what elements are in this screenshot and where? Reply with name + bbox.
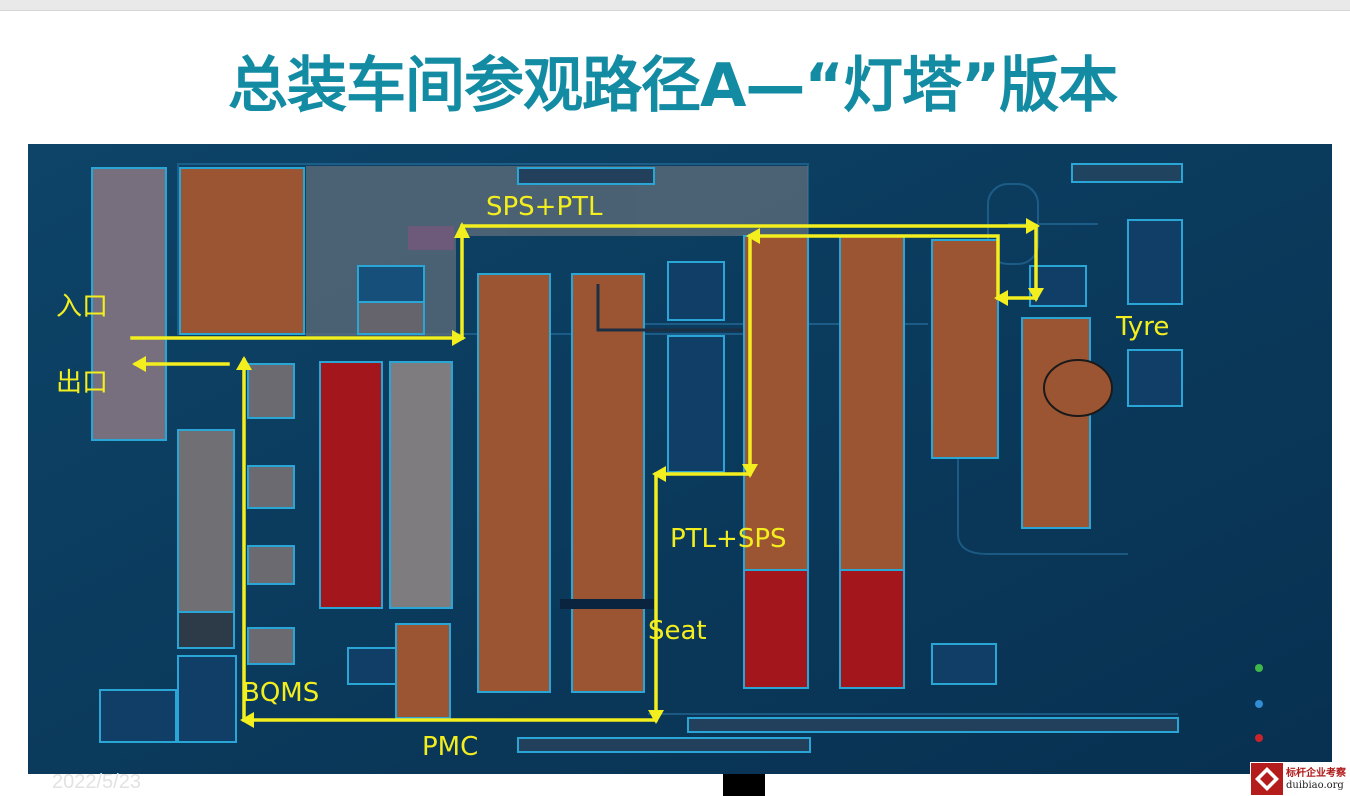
- zone-right-blue-1: [1127, 219, 1183, 305]
- route-label-bqms: BQMS: [242, 678, 320, 708]
- zone-top-strip: [517, 167, 655, 185]
- arrow-left-pmc: [240, 712, 254, 728]
- zone-top-right-strip: [1071, 163, 1183, 183]
- route-label-sps-ptl: SPS+PTL: [486, 192, 603, 222]
- zone-agv-oval: [1043, 359, 1113, 417]
- zone-red-column: [319, 361, 383, 609]
- watermark-badge: 标杆企业考察 duibiao.org: [1250, 762, 1350, 796]
- route-arrowheads: [132, 218, 1044, 728]
- zone-orange-column-3: [743, 235, 809, 571]
- zone-red-block-4: [839, 569, 905, 689]
- zone-small-square-4: [247, 627, 295, 665]
- zone-center-blue-top: [667, 261, 725, 321]
- arrow-up-bqms: [236, 356, 252, 370]
- zone-right-blue-4: [931, 643, 997, 685]
- top-toolbar-strip: [0, 0, 1350, 11]
- zone-orange-block-6: [1021, 317, 1091, 529]
- zone-bar-connector: [560, 599, 654, 609]
- zone-center-blue-tall: [667, 335, 725, 473]
- zone-cvca: [177, 655, 237, 743]
- zone-right-blue-3: [1029, 265, 1087, 307]
- zone-left-column: [91, 167, 167, 441]
- slide-date: 2022/5/23: [52, 771, 141, 793]
- arrow-left-top-loop: [746, 228, 760, 244]
- zone-small-square-2: [247, 465, 295, 509]
- zone-bottom-strip-2: [687, 717, 1179, 733]
- zone-small-square-1: [247, 363, 295, 419]
- zone-bottom-left: [99, 689, 177, 743]
- zone-red-block-3: [743, 569, 809, 689]
- page-title: 总装车间参观路径A—“灯塔”版本: [228, 51, 1118, 121]
- zone-left-lower-tip: [177, 611, 235, 649]
- zone-top-left-orange: [179, 167, 305, 335]
- route-label-tyre: Tyre: [1116, 312, 1170, 342]
- zone-small-blue: [357, 265, 425, 303]
- floor-plan-drawing: [28, 144, 1332, 774]
- arrow-down-seat: [648, 710, 664, 724]
- legend-dot-blue: [1255, 700, 1263, 708]
- black-tab: [723, 774, 765, 796]
- arrow-left-loop: [994, 290, 1008, 306]
- arrow-up-sps: [454, 222, 470, 238]
- arrow-left-ptl: [652, 466, 666, 482]
- zone-right-blue-2: [1127, 349, 1183, 407]
- route-label-ptl-sps: PTL+SPS: [670, 524, 787, 554]
- route-label-entrance: 入口: [56, 292, 109, 322]
- zone-bottom-orange-small: [395, 623, 451, 719]
- arrow-down-right: [1028, 288, 1044, 302]
- route-label-exit: 出口: [56, 368, 109, 398]
- arrow-right-top: [1026, 218, 1040, 234]
- zone-small-purple: [408, 226, 454, 250]
- workshop-floor-plan: 入口 出口 SPS+PTL PTL+SPS Seat Tyre BQMS PMC: [28, 144, 1332, 774]
- zone-bottom-blue-small: [347, 647, 399, 685]
- zone-orange-block-5: [931, 239, 999, 459]
- legend-dot-green: [1255, 664, 1263, 672]
- zone-bottom-strip-1: [517, 737, 811, 753]
- route-label-pmc: PMC: [422, 732, 479, 762]
- zone-orange-column-1: [477, 273, 551, 693]
- watermark-url: duibiao.org: [1286, 779, 1344, 791]
- watermark-name: 标杆企业考察: [1286, 767, 1346, 779]
- arrow-left-exit: [132, 356, 146, 372]
- zone-orange-column-4: [839, 235, 905, 571]
- arrow-right-entrance: [452, 330, 466, 346]
- zone-orange-column-2: [571, 273, 645, 693]
- watermark-logo-icon: [1251, 763, 1283, 795]
- zone-track-line: [596, 284, 748, 332]
- arrow-down-ptl: [742, 464, 758, 478]
- route-label-seat: Seat: [648, 616, 707, 646]
- route-loop-right: [242, 234, 1000, 722]
- zone-small-square-3: [247, 545, 295, 585]
- legend-dot-red: [1255, 734, 1263, 742]
- zone-grey-column: [389, 361, 453, 609]
- zone-small-grey: [357, 301, 425, 335]
